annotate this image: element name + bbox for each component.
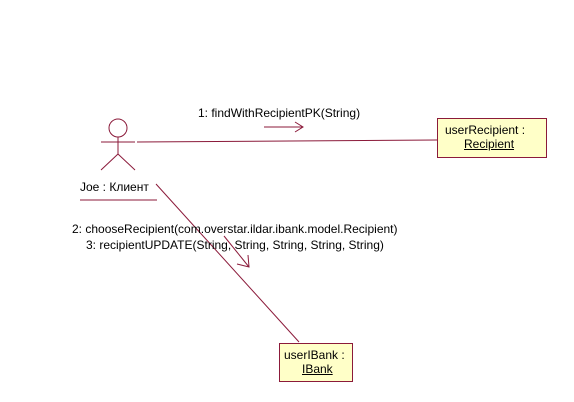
- message-1-label[interactable]: 1: findWithRecipientPK(String): [198, 106, 361, 120]
- object-user-recipient-line2: Recipient: [464, 137, 515, 151]
- object-user-ibank-line1: userIBank :: [284, 348, 345, 362]
- object-user-recipient[interactable]: userRecipient : Recipient: [437, 118, 547, 158]
- message-2-label[interactable]: 2: chooseRecipient(com.overstar.ildar.ib…: [72, 222, 398, 236]
- message-3-label[interactable]: 3: recipientUPDATE(String, String, Strin…: [86, 238, 384, 252]
- actor-head: [108, 118, 128, 138]
- object-user-ibank[interactable]: userIBank : IBank: [279, 343, 353, 382]
- actor-stick-figure[interactable]: [100, 118, 136, 171]
- object-user-recipient-line1: userRecipient :: [445, 123, 526, 137]
- link-actor-ibank[interactable]: [155, 183, 300, 343]
- object-user-ibank-line2: IBank: [302, 362, 333, 376]
- link-actor-recipient[interactable]: [136, 139, 438, 143]
- message-2-3-arrow: [223, 235, 250, 268]
- actor-left-leg: [100, 153, 119, 171]
- actor-right-leg: [117, 153, 136, 171]
- actor-name-label: Joe : Клиент: [80, 180, 149, 194]
- message-1-arrow: [264, 121, 304, 133]
